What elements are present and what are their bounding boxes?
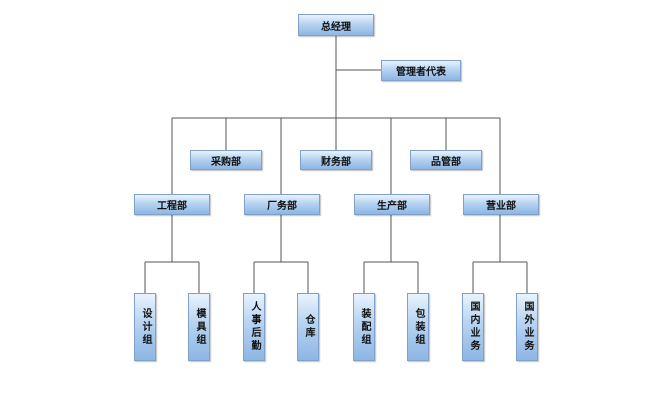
overseas-sales-box: 国外业务 bbox=[516, 293, 538, 361]
sales-dept-label: 营业部 bbox=[486, 201, 516, 212]
design-group-label: 设计组 bbox=[140, 307, 151, 347]
domestic-sales-box: 国内业务 bbox=[462, 293, 484, 361]
assembly-group-label: 装配组 bbox=[359, 307, 370, 347]
warehouse-box: 仓库 bbox=[297, 293, 319, 361]
general-affairs-dept-label: 厂务部 bbox=[267, 201, 297, 212]
packaging-group-box: 包装组 bbox=[407, 293, 429, 361]
hr-logistics-box: 人事后勤 bbox=[243, 293, 265, 361]
warehouse-label: 仓库 bbox=[303, 314, 314, 340]
engineering-dept-box: 工程部 bbox=[134, 194, 210, 215]
mold-group-box: 模具组 bbox=[188, 293, 210, 361]
assembly-group-box: 装配组 bbox=[353, 293, 375, 361]
production-dept-label: 生产部 bbox=[377, 201, 407, 212]
management-representative-label: 管理者代表 bbox=[396, 67, 446, 78]
hr-logistics-label: 人事后勤 bbox=[249, 301, 260, 353]
management-representative-box: 管理者代表 bbox=[381, 60, 461, 81]
overseas-sales-label: 国外业务 bbox=[522, 301, 533, 353]
packaging-group-label: 包装组 bbox=[413, 307, 424, 347]
ceo-label: 总经理 bbox=[321, 21, 351, 33]
domestic-sales-label: 国内业务 bbox=[468, 301, 479, 353]
finance-dept-box: 财务部 bbox=[300, 150, 372, 170]
mold-group-label: 模具组 bbox=[194, 307, 205, 347]
quality-dept-label: 品管部 bbox=[431, 156, 461, 168]
production-dept-box: 生产部 bbox=[354, 194, 430, 215]
ceo-box: 总经理 bbox=[298, 14, 374, 36]
general-affairs-dept-box: 厂务部 bbox=[244, 194, 320, 215]
finance-dept-label: 财务部 bbox=[321, 156, 351, 168]
engineering-dept-label: 工程部 bbox=[157, 201, 187, 212]
quality-dept-box: 品管部 bbox=[410, 150, 482, 170]
purchasing-dept-label: 采购部 bbox=[211, 156, 241, 168]
sales-dept-box: 营业部 bbox=[463, 194, 539, 215]
purchasing-dept-box: 采购部 bbox=[190, 150, 262, 170]
design-group-box: 设计组 bbox=[134, 293, 156, 361]
